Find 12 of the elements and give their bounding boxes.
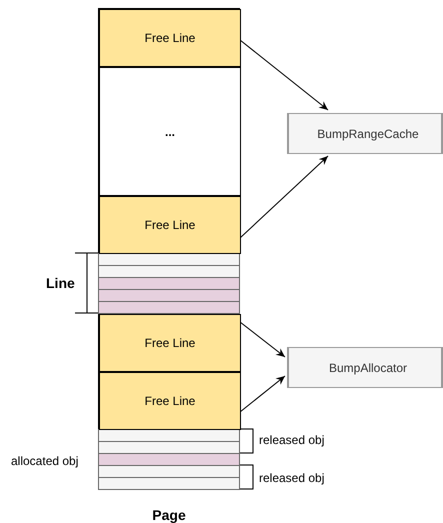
page-caption: Page bbox=[151, 507, 187, 523]
struct-box: BumpRangeCache bbox=[287, 113, 443, 154]
annotation: allocated obj bbox=[11, 454, 78, 468]
memory-region-box: ... bbox=[99, 67, 241, 196]
arrow bbox=[240, 376, 286, 412]
arrow bbox=[240, 40, 328, 110]
arrow bbox=[240, 156, 328, 238]
annotation: released obj bbox=[259, 471, 324, 485]
bracket-label: Line bbox=[46, 275, 75, 291]
annotation: released obj bbox=[259, 433, 324, 447]
arrow bbox=[240, 322, 286, 358]
struct-box: BumpAllocator bbox=[287, 347, 443, 388]
